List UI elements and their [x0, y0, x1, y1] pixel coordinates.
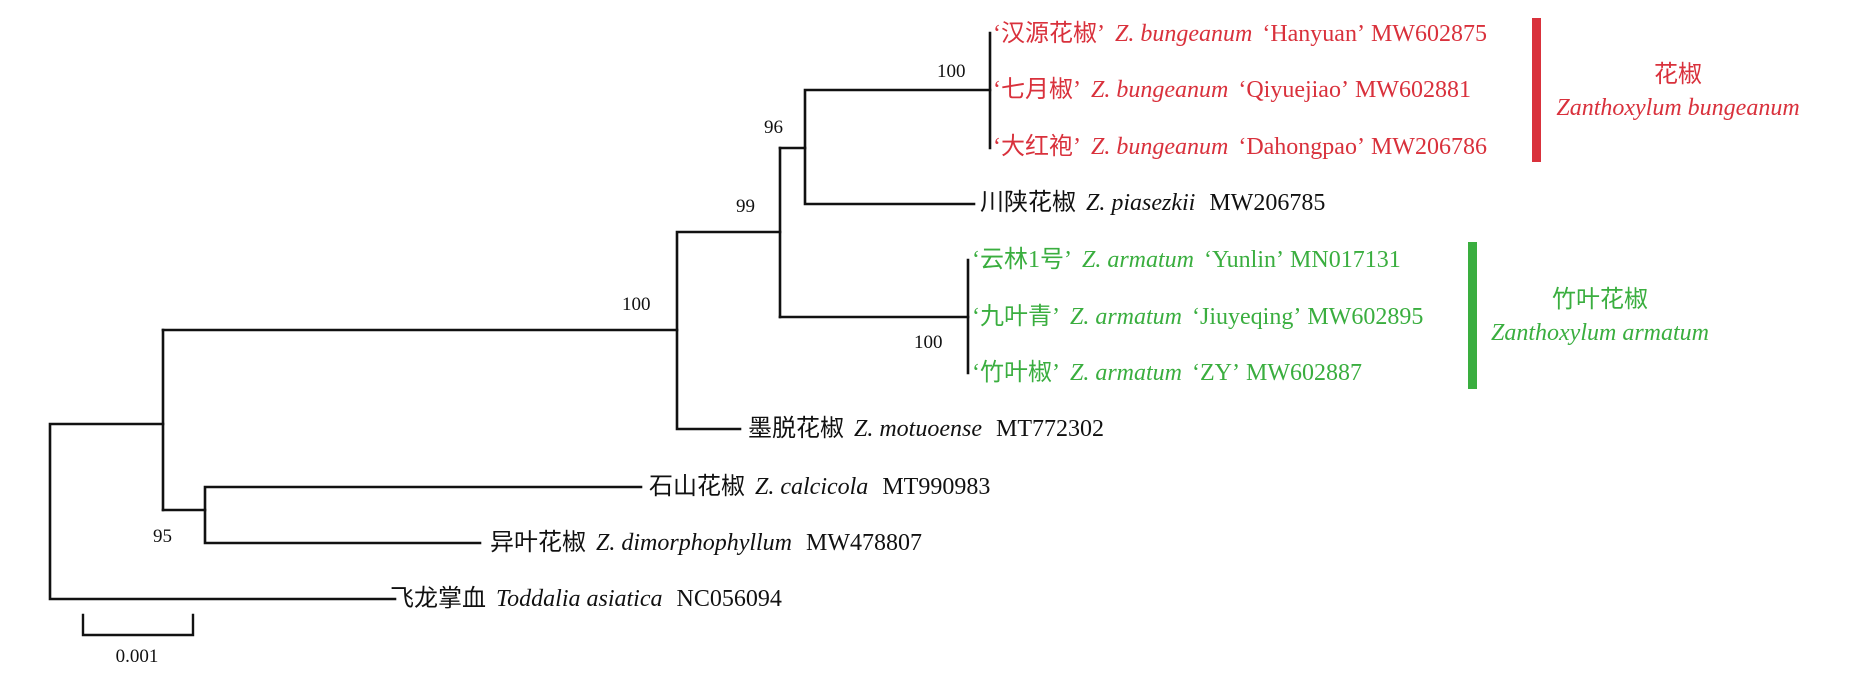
clade-bar-armatum — [1468, 242, 1477, 389]
tip-cultivar: ‘Jiuyeqing’ — [1192, 304, 1301, 330]
clade-bars: 花椒 Zanthoxylum bungeanum 竹叶花椒 Zanthoxylu… — [1468, 18, 1800, 389]
tip-cultivar: ‘Yunlin’ — [1204, 247, 1284, 273]
tip-zh: ‘汉源花椒’ — [993, 20, 1105, 47]
tip-accession: MW602895 — [1307, 304, 1423, 330]
branch-calcicola-dimorph — [161, 485, 643, 512]
clade-label-en: Zanthoxylum armatum — [1491, 320, 1709, 346]
scale-bar-line — [81, 613, 195, 637]
tip-sci: Z. bungeanum — [1115, 21, 1252, 47]
tip-cultivar: ‘Hanyuan’ — [1262, 21, 1365, 47]
tip-label-hanyuan: ‘汉源花椒’ Z. bungeanum ‘Hanyuan’MW602875 — [993, 20, 1487, 47]
tip-zh: ‘竹叶椒’ — [972, 359, 1060, 386]
tip-sci: Z. bungeanum — [1091, 77, 1228, 103]
bootstrap-label: 100 — [937, 61, 966, 82]
branch-node-96 — [778, 88, 992, 150]
tip-accession: NC056094 — [676, 586, 781, 612]
tip-zh: 飞龙掌血 — [390, 585, 486, 612]
tip-zh: ‘九叶青’ — [972, 303, 1060, 330]
tip-label-toddalia: 飞龙掌血 Toddalia asiatica NC056094 — [390, 585, 782, 612]
tip-zh: ‘七月椒’ — [993, 76, 1081, 103]
tip-zh: 异叶花椒 — [490, 529, 586, 556]
tip-accession: MW478807 — [806, 530, 922, 556]
tip-accession: MW206785 — [1209, 190, 1325, 216]
bootstrap-label: 99 — [736, 196, 755, 217]
clade-label-zh: 花椒 — [1654, 61, 1702, 88]
bootstrap-label: 100 — [622, 294, 651, 315]
tip-sci: Z. armatum — [1082, 247, 1194, 273]
tip-sci: Z. piasezkii — [1086, 190, 1195, 216]
tip-label-zy: ‘竹叶椒’ Z. armatum ‘ZY’MW602887 — [972, 359, 1362, 386]
tip-labels: ‘汉源花椒’ Z. bungeanum ‘Hanyuan’MW602875 ‘七月椒… — [390, 20, 1487, 612]
clade-label-zh: 竹叶花椒 — [1552, 286, 1648, 313]
bootstrap-label: 100 — [914, 332, 943, 353]
tip-accession: MN017131 — [1290, 247, 1401, 273]
branch-ingroup — [161, 328, 742, 431]
tip-label-calcicola: 石山花椒 Z. calcicola MT990983 — [649, 473, 990, 500]
tip-zh: ‘云林1号’ — [972, 246, 1072, 273]
tip-label-piasezkii: 川陕花椒 Z. piasezkii MW206785 — [980, 189, 1325, 216]
tip-label-dahongpao: ‘大红袍’ Z. bungeanum ‘Dahongpao’MW206786 — [993, 133, 1487, 160]
tip-sci: Z. calcicola — [755, 474, 868, 500]
clade-bar-bungeanum — [1532, 18, 1541, 162]
branch-dimorphophyllum — [203, 508, 482, 545]
branch-root — [48, 422, 397, 601]
tip-accession: MW602881 — [1355, 77, 1471, 103]
tip-zh: ‘大红袍’ — [993, 133, 1081, 160]
tip-cultivar: ‘Qiyuejiao’ — [1238, 77, 1349, 103]
tip-zh: 川陕花椒 — [980, 189, 1076, 216]
scale-bar-label: 0.001 — [116, 646, 159, 667]
bootstrap-label: 95 — [153, 526, 172, 547]
tip-zh: 墨脱花椒 — [748, 415, 844, 442]
tip-sci: Toddalia asiatica — [496, 586, 662, 612]
tip-zh: 石山花椒 — [649, 473, 745, 500]
branch-node-99 — [675, 230, 782, 332]
tip-sci: Z. bungeanum — [1091, 134, 1228, 160]
tip-label-motuoense: 墨脱花椒 Z. motuoense MT772302 — [748, 415, 1104, 442]
tip-sci: Z. armatum — [1070, 360, 1182, 386]
tip-label-dimorphophyllum: 异叶花椒 Z. dimorphophyllum MW478807 — [490, 529, 922, 556]
clade-label-en: Zanthoxylum bungeanum — [1556, 95, 1799, 121]
tip-cultivar: ‘Dahongpao’ — [1238, 134, 1365, 160]
tip-cultivar: ‘ZY’ — [1192, 360, 1240, 386]
tip-sci: Z. armatum — [1070, 304, 1182, 330]
tip-accession: MT990983 — [882, 474, 990, 500]
tree-branches — [48, 31, 992, 601]
tip-label-jiuyeqing: ‘九叶青’ Z. armatum ‘Jiuyeqing’MW602895 — [972, 303, 1423, 330]
tip-accession: MW206786 — [1371, 134, 1487, 160]
tip-sci: Z. motuoense — [854, 416, 982, 442]
tip-accession: MT772302 — [996, 416, 1104, 442]
tip-sci: Z. dimorphophyllum — [596, 530, 792, 556]
branch-piasezkii — [803, 146, 976, 206]
tip-label-qiyuejiao: ‘七月椒’ Z. bungeanum ‘Qiyuejiao’MW602881 — [993, 76, 1471, 103]
bootstrap-values: 100 96 99 100 100 95 — [153, 61, 966, 547]
tip-accession: MW602887 — [1246, 360, 1362, 386]
bootstrap-label: 96 — [764, 117, 783, 138]
scale-bar: 0.001 — [81, 613, 195, 667]
tip-accession: MW602875 — [1371, 21, 1487, 47]
tip-label-yunlin: ‘云林1号’ Z. armatum ‘Yunlin’MN017131 — [972, 246, 1401, 273]
